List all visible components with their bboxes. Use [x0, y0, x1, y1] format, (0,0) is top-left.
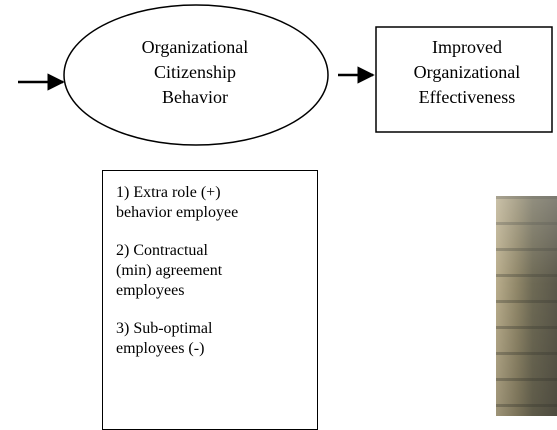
employee-type-item: 3) Sub-optimal employees (-)	[116, 319, 307, 359]
effectiveness-label-line: Organizational	[413, 62, 521, 82]
employee-type-line: 2) Contractual	[116, 242, 208, 259]
employee-types-box: 1) Extra role (+) behavior employee 2) C…	[102, 170, 318, 430]
effectiveness-label-line: Effectiveness	[418, 87, 516, 107]
ocb-label-line: Organizational	[141, 37, 249, 57]
ocb-ellipse	[63, 4, 329, 146]
ocb-label-line: Behavior	[162, 87, 228, 107]
employee-type-line: 1) Extra role (+)	[116, 184, 221, 201]
ocb-label: Organizational Citizenship Behavior	[95, 35, 295, 110]
effectiveness-box	[375, 26, 553, 133]
diagram-canvas	[18, 4, 553, 146]
employee-type-line: (min) agreement	[116, 262, 223, 279]
effectiveness-label: Improved Organizational Effectiveness	[382, 35, 552, 110]
employee-type-line: employees	[116, 282, 185, 299]
employee-type-item: 1) Extra role (+) behavior employee	[116, 183, 307, 223]
ocb-label-line: Citizenship	[154, 62, 236, 82]
effectiveness-label-line: Improved	[432, 37, 502, 57]
bookshelf-photo	[496, 196, 557, 416]
photo-shading	[496, 196, 557, 416]
employee-type-line: employees (-)	[116, 340, 205, 357]
employee-type-line: 3) Sub-optimal	[116, 320, 213, 337]
employee-type-item: 2) Contractual (min) agreement employees	[116, 241, 307, 301]
employee-type-line: behavior employee	[116, 204, 239, 221]
